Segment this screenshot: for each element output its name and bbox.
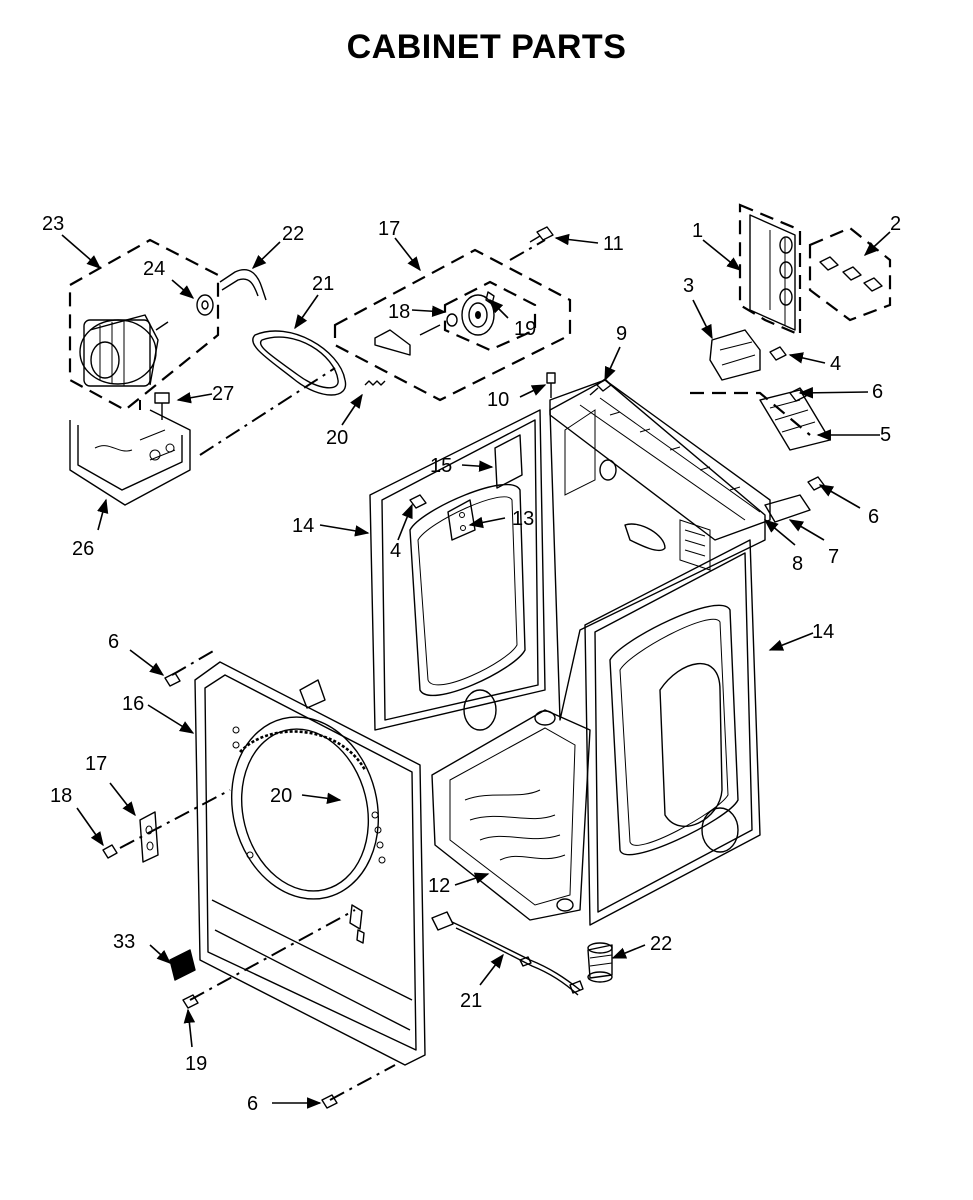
callout-22: 22 (650, 933, 672, 955)
cabinet-body (369, 379, 766, 926)
drive-belt (252, 330, 347, 396)
callout-10: 10 (487, 389, 509, 411)
pulley-group (333, 239, 572, 402)
callout-28: 22 (282, 223, 304, 245)
callout-1: 1 (692, 220, 703, 242)
callout-31: 26 (72, 538, 94, 560)
front-panel (102, 649, 426, 1109)
callout-12: 12 (428, 875, 450, 897)
callout-16: 16 (122, 693, 144, 715)
callout-21: 21 (460, 990, 482, 1012)
callout-20: 20 (270, 785, 292, 807)
callout-26: 20 (326, 427, 348, 449)
page-title: CABINET PARTS (346, 28, 627, 66)
callout-6-left: 6 (108, 631, 119, 653)
callout-11: 11 (603, 233, 624, 255)
right-side-panel (584, 539, 761, 926)
callout-4-left: 4 (390, 540, 401, 562)
callout-8: 8 (792, 553, 803, 575)
callout-5: 5 (880, 424, 891, 446)
callout-27: 21 (312, 273, 334, 295)
screw-11 (529, 226, 554, 243)
callout-15: 15 (430, 455, 452, 477)
callout-23: 17 (378, 218, 400, 240)
callout-6-right: 6 (868, 506, 879, 528)
callout-9: 9 (616, 323, 627, 345)
power-cord-foot (431, 911, 613, 996)
callout-7: 7 (828, 546, 839, 568)
callout-13: 13 (512, 508, 534, 530)
callout-6-top: 6 (872, 381, 883, 403)
callout-14-right: 14 (812, 621, 834, 643)
callout-19: 19 (185, 1053, 207, 1075)
callout-14-left: 14 (292, 515, 314, 537)
callout-18b: 18 (50, 785, 72, 807)
callout-2: 2 (890, 213, 901, 235)
callout-17b: 17 (85, 753, 107, 775)
callout-6-bottom: 6 (247, 1093, 258, 1115)
cabinet-base (431, 709, 591, 921)
left-side-panel (369, 409, 546, 731)
leader-lines (61, 231, 891, 1109)
callout-25: 19 (514, 318, 536, 340)
callout-33: 33 (113, 931, 135, 953)
callout-labels: 23 24 22 21 27 26 17 18 19 20 11 1 2 3 9… (42, 213, 901, 1115)
callout-29: 23 (42, 213, 64, 235)
motor-bracket (69, 409, 191, 506)
callout-3: 3 (683, 275, 694, 297)
callout-30: 24 (143, 258, 165, 280)
callout-4-top: 4 (830, 353, 841, 375)
callout-24: 18 (388, 301, 410, 323)
motor-group (68, 238, 386, 506)
callout-32: 27 (212, 383, 234, 405)
